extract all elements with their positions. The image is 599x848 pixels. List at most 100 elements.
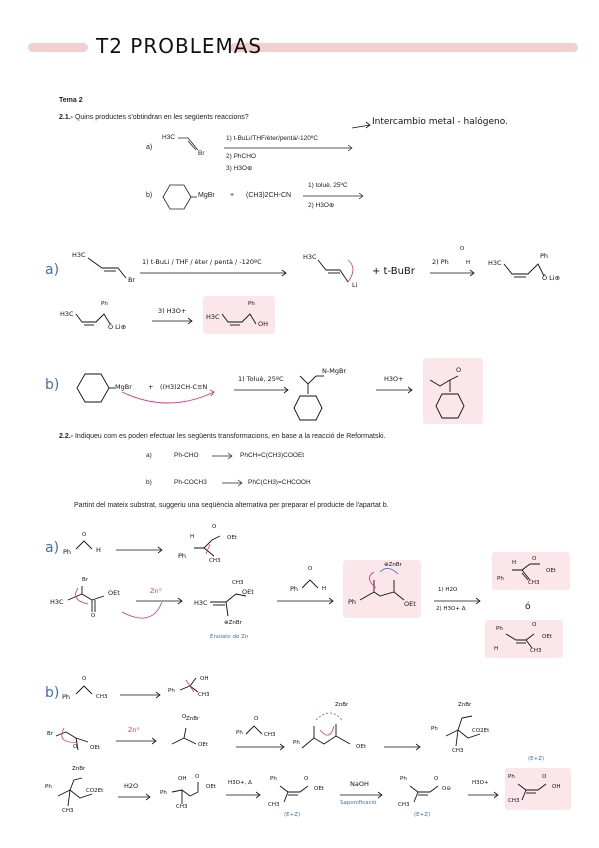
q21-a-cond3: 3) H3O⊕ bbox=[226, 165, 253, 172]
sol21-a-arrow1 bbox=[140, 269, 287, 277]
sol22-a-product-1-h: H bbox=[512, 560, 517, 566]
sol22-b-ts-znbr: ZnBr bbox=[335, 702, 349, 708]
q21-a-cond2: 2) PhCHO bbox=[226, 153, 256, 160]
sol21-b-reagent: ((H3)2CH-C≡N bbox=[160, 383, 208, 391]
sol22-b-bromoester bbox=[55, 727, 89, 751]
sol22-b-arrow-main bbox=[120, 691, 161, 699]
q22-a-arrow bbox=[212, 452, 233, 460]
sol22-b-carboxylate-ph: Ph bbox=[400, 776, 407, 782]
sol22-a-h: H bbox=[96, 546, 101, 554]
sol21-b-ketone-o: O bbox=[456, 366, 462, 374]
sol22-b-ketone2 bbox=[245, 725, 263, 735]
sol21-b-label: b) bbox=[45, 377, 60, 393]
sol22-a-arrow-h2o-2: 2) H3O+ Δ bbox=[436, 606, 466, 612]
sol22-a-enolate-znbr: ⊕ZnBr bbox=[224, 620, 242, 626]
sol21-b-curved-arrow bbox=[121, 389, 215, 404]
sol22-b-chelate-ch3: CH3 bbox=[452, 748, 464, 754]
note-arrow bbox=[351, 121, 371, 129]
sol22-a-target-oet: OEt bbox=[227, 535, 237, 541]
sol22-b-arrow-ts bbox=[384, 743, 421, 751]
q21-b-mgbr: MgBr bbox=[198, 192, 215, 199]
sol22-b-row3-znbr: ZnBr bbox=[72, 766, 86, 772]
sol21-a-li: Li bbox=[352, 281, 358, 289]
q22-a-label: a) bbox=[146, 452, 152, 459]
sol22-b-hydroxy-ph: Ph bbox=[160, 790, 167, 796]
sol22-b-final-o: O bbox=[542, 774, 547, 780]
sol22-b-hydroxy-ch3: CH3 bbox=[176, 804, 188, 810]
sol22-a-ts-box bbox=[343, 560, 421, 618]
title-bar-left bbox=[28, 43, 88, 52]
sol21-a-ph-2: Ph bbox=[101, 301, 108, 307]
sol21-a-arrow2 bbox=[430, 269, 475, 277]
sol22-b-carboxylate bbox=[409, 785, 439, 803]
q22-b-label: b) bbox=[146, 479, 152, 486]
sol22-b-label: b) bbox=[45, 685, 60, 701]
sol22-b-row3-ph: Ph bbox=[45, 784, 52, 790]
q21-a-h3c: H3C bbox=[162, 134, 176, 141]
sol22-a-product-1-o: O bbox=[532, 556, 537, 562]
sol21-b-arrow2 bbox=[376, 386, 413, 394]
q21-b-label: b) bbox=[146, 192, 153, 199]
sol22-b-final-ph: Ph bbox=[508, 774, 515, 780]
sol22-b-target-oh: OH bbox=[200, 676, 209, 682]
sol21-a-arrow1-label: 1) t-BuLi / THF / èter / pentà / -120ºC bbox=[142, 258, 262, 266]
sol22-b-carboxylate-oeq: O⊖ bbox=[442, 786, 451, 792]
sol21-b-arrow1 bbox=[234, 386, 289, 394]
sol22-a-arrow-h2o-1: 1) H2O bbox=[438, 587, 458, 593]
q22-statement: 2.2.- Indiqueu com es poden efectuar les… bbox=[59, 433, 386, 440]
sol21-b-mgbr: MgBr bbox=[115, 383, 132, 391]
sol22-b-h3o-label: H3O+, Δ bbox=[228, 780, 252, 786]
q21-b-cond2: 2) H3O⊕ bbox=[308, 202, 335, 209]
sol22-a-target-ph: Ph bbox=[178, 552, 187, 560]
sol22-a-bromoester-oet: OEt bbox=[108, 589, 120, 597]
sol21-a-oli: Ō Li⊕ bbox=[542, 274, 561, 282]
sol22-a-product-2-ph: Ph bbox=[496, 626, 503, 632]
sol21-a-h3c-5: H3C bbox=[206, 313, 220, 321]
sol22-b-naoh: NaOH bbox=[350, 780, 369, 788]
sol22-a-product-2-oet: OEt bbox=[542, 634, 552, 640]
sol22-a-product-1-ph: Ph bbox=[497, 576, 504, 582]
sol22-a-product-1-box bbox=[492, 552, 570, 590]
sol22-b-arrow-h3o2 bbox=[468, 791, 499, 799]
sol21-b-ketone bbox=[429, 375, 465, 419]
page-title: T2 PROBLEMAS bbox=[96, 34, 263, 58]
sol21-a-vinyllithium bbox=[317, 259, 354, 283]
sol22-b-final-oh: OH bbox=[552, 784, 561, 790]
sol22-b-arrow-zn bbox=[116, 737, 157, 745]
sol22-a-aldehyde bbox=[75, 540, 93, 550]
sol22-b-arrow-h3o bbox=[226, 791, 261, 799]
sol21-a-br: Br bbox=[128, 276, 136, 284]
sol22-a-ts-ph: Ph bbox=[348, 598, 357, 606]
sol22-a-product-2-o: O bbox=[532, 622, 537, 628]
sol22-a-ald-reagent bbox=[301, 579, 319, 589]
sol22-b-row3-ch3: CH3 bbox=[62, 808, 74, 814]
sol21-a-alkoxide-2 bbox=[75, 313, 111, 326]
sol22-a-enolate-h3c: H3C bbox=[194, 599, 208, 607]
sol22-a-product-1 bbox=[512, 563, 540, 581]
title-bar-right bbox=[230, 43, 578, 52]
sol21-a-tbubr: + t-BuBr bbox=[372, 266, 415, 277]
sol22-b-br: Br bbox=[47, 731, 54, 737]
sol22-b-hydroxy-oh: OH bbox=[178, 776, 187, 782]
sol22-b-hydroxy-oet: OEt bbox=[206, 784, 216, 790]
sol22-a-ald-h: H bbox=[322, 586, 327, 592]
sol22-a-arrow-zn bbox=[136, 597, 183, 605]
sol22-a-zn-curve bbox=[121, 601, 163, 619]
q21-a-arrow bbox=[224, 144, 353, 152]
sol22-a-ts-oet: OEt bbox=[404, 600, 416, 608]
sol22-b-ester-o: O bbox=[304, 776, 309, 782]
sol22-a-arrow-h2o bbox=[434, 597, 481, 605]
sol21-a-oh: OH bbox=[258, 320, 269, 328]
q22-note: Partint del mateix substrat, suggeriu un… bbox=[74, 502, 389, 509]
sol22-a-br: Br bbox=[82, 577, 89, 583]
sol22-b-carboxylate-ez: (E+Z) bbox=[414, 812, 431, 818]
sol22-b-enolate-o: O bbox=[182, 714, 187, 720]
sol22-a-h3c: H3C bbox=[50, 598, 64, 606]
sol22-b-arrow-h2o bbox=[118, 793, 151, 801]
sol21-a-h3c-4: H3C bbox=[60, 310, 74, 318]
sol22-b-final-box bbox=[505, 768, 571, 810]
sol22-a-label: a) bbox=[45, 540, 60, 556]
sol21-a-arrow3-label: 3) H3O+ bbox=[158, 307, 187, 315]
sol22-b-final-ch3: CH3 bbox=[508, 798, 520, 804]
sol22-b-chelate-co2et: CO2Et bbox=[472, 728, 490, 734]
